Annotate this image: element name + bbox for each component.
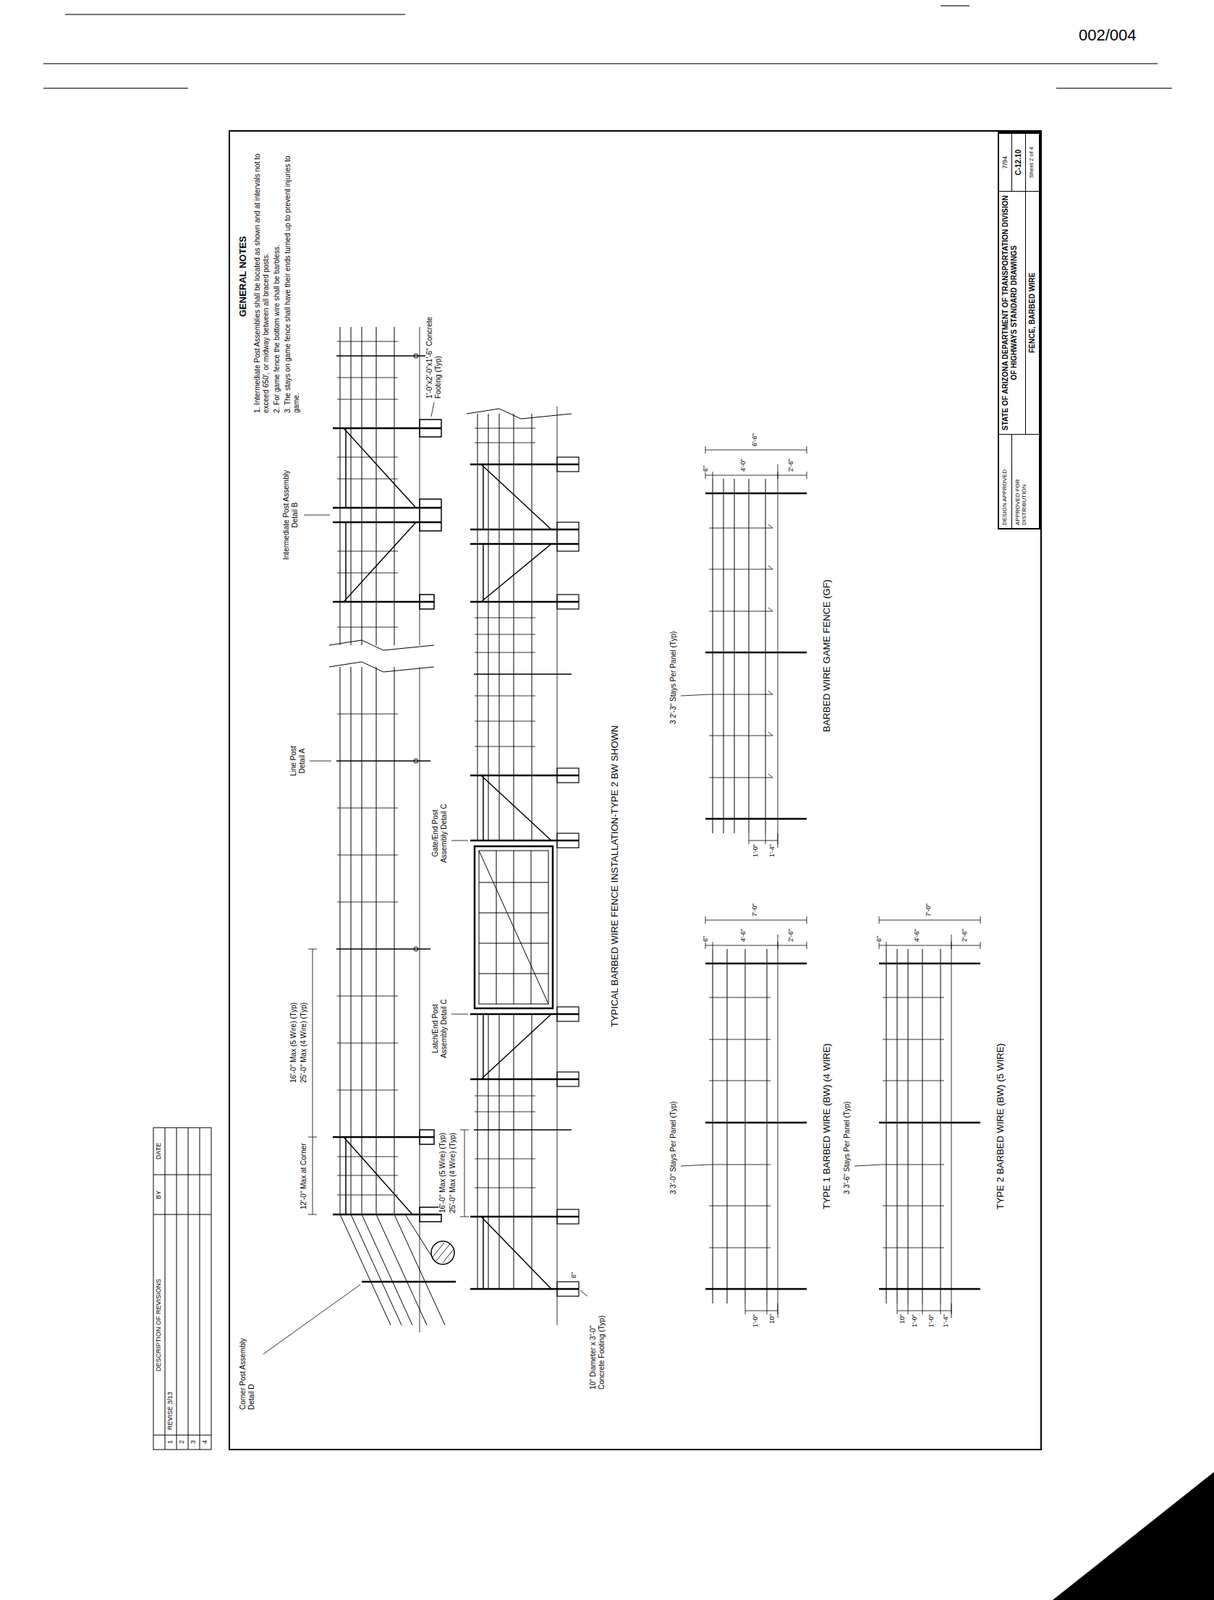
game-fence-elevation [680, 446, 807, 848]
callout-text: 3 3'-6" Stays Per Panel (Typ) [842, 1101, 852, 1196]
dimension-text: 25'-0" Max (4 Wire) (Typ) [299, 1002, 309, 1084]
callout-text: 1'-0"x2'-0"x1'-6" Concrete Footing (Typ) [425, 311, 443, 400]
title-block-text: FENCE, BARBED WIRE [1025, 190, 1040, 435]
table-cell: DATE [154, 1142, 163, 1161]
title-block-text: C-12.10 [1012, 133, 1026, 191]
row1-fence [263, 327, 456, 1355]
dimension-text: 4'-6" [739, 928, 748, 943]
dimension-text: 10" [768, 1313, 777, 1325]
sheet-frame [229, 130, 1042, 1450]
dimension-text: 10" [898, 1313, 907, 1325]
fax-header-lines [43, 5, 1173, 89]
dimension-text: 6" [875, 935, 884, 943]
dimension-text: 6" [701, 935, 710, 943]
table-cell: 1 [166, 1439, 175, 1445]
table-cell: 4 [201, 1439, 210, 1445]
callout-text: Line Post Detail A [289, 735, 307, 788]
callout-text: 3 2'-3" Stays Per Panel (Typ) [669, 630, 678, 725]
dimension-text: 12'-0" Max at Corner [299, 1142, 309, 1211]
callout-text: Corner Post Assembly Detail D [238, 1336, 257, 1411]
table-cell: 2 [177, 1439, 186, 1445]
fax-page-number: 002/004 [1077, 26, 1138, 45]
dimension-text: 4'-0" [739, 457, 748, 473]
callout-text: 3 3'-0" Stays Per Panel (Typ) [669, 1101, 678, 1196]
table-cell: 3 [189, 1439, 198, 1445]
dimension-text: 2'-6" [787, 928, 796, 943]
note-text: 1. Intermediate Post Assemblies shall be… [253, 141, 271, 414]
notes-heading: GENERAL NOTES [237, 235, 249, 318]
table-cell: REVISE 3/13 [166, 1391, 175, 1432]
dimension-text: 1'-0" [910, 1313, 919, 1329]
title-block-text: DESIGN APPROVED [999, 434, 1013, 529]
title-block-text: STATE OF ARIZONA DEPARTMENT OF TRANSPORT… [999, 190, 1026, 435]
view-title: TYPE 2 BARBED WIRE (BW) (5 WIRE) [994, 1042, 1007, 1211]
table-cell: BY [154, 1190, 163, 1201]
row2-fence [451, 406, 588, 1326]
title-block-text: 7/94 [999, 133, 1013, 191]
table-cell: DESCRIPTION OF REVISIONS [154, 1278, 163, 1373]
title-block-text: Sheet 2 of 4 [1025, 133, 1040, 191]
type1-elevation [680, 916, 807, 1319]
title-block: DESIGN APPROVEDAPPROVED FOR DISTRIBUTION… [997, 131, 1042, 530]
dimension-text: 6'-6" [750, 432, 759, 448]
type2-elevation [854, 916, 981, 1319]
dimension-text: 1'-4" [941, 1313, 950, 1329]
dimension-text: 2'-6" [960, 928, 969, 943]
callout-text: Gate/End Post Assembly Detail C [431, 792, 449, 874]
dimension-text: 6" [701, 465, 710, 473]
dimension-text: 6" [570, 1271, 579, 1280]
callout-text: Latch/End Post Assembly Detail C [431, 988, 449, 1070]
dimension-text: 16'-0" Max (5 Wire) (Typ) [438, 1132, 448, 1214]
view-title: TYPICAL BARBED WIRE FENCE INSTALLATION-T… [609, 724, 621, 1029]
dimension-text: 7'-0" [924, 902, 933, 918]
dimension-text: 4'-6" [913, 928, 921, 943]
dimension-text: 16'-0" Max (5 Wire) (Typ) [289, 1002, 299, 1084]
dimension-text: 1'-4" [768, 843, 777, 859]
note-text: 2. For game fence the bottom wire shall … [272, 243, 282, 414]
corner-shadow [1052, 1472, 1214, 1600]
callout-text: Intermediate Post Assembly Detail B [282, 467, 300, 563]
dimension-text: 1'-0" [751, 843, 760, 859]
dimension-text: 1'-0" [927, 1313, 936, 1329]
revision-table-grid [153, 1127, 212, 1450]
view-title: BARBED WIRE GAME FENCE (GF) [821, 578, 833, 733]
dimension-text: 25'-0" Max (4 Wire) (Typ) [448, 1132, 458, 1214]
dimension-text: 1'-0" [751, 1313, 760, 1329]
title-block-text: APPROVED FOR DISTRIBUTION [1012, 434, 1040, 529]
callout-text: 10" Diameter x 3'-0" Concrete Footing (T… [588, 1295, 607, 1391]
drawing-lines [153, 130, 1042, 1450]
dimension-text: 7'-0" [750, 902, 759, 918]
view-title: TYPE 1 BARBED WIRE (BW) (4 WIRE) [821, 1042, 833, 1211]
note-text: 3. The stays on game fence shall have th… [283, 141, 301, 414]
dimension-text: 2'-6" [787, 457, 796, 473]
